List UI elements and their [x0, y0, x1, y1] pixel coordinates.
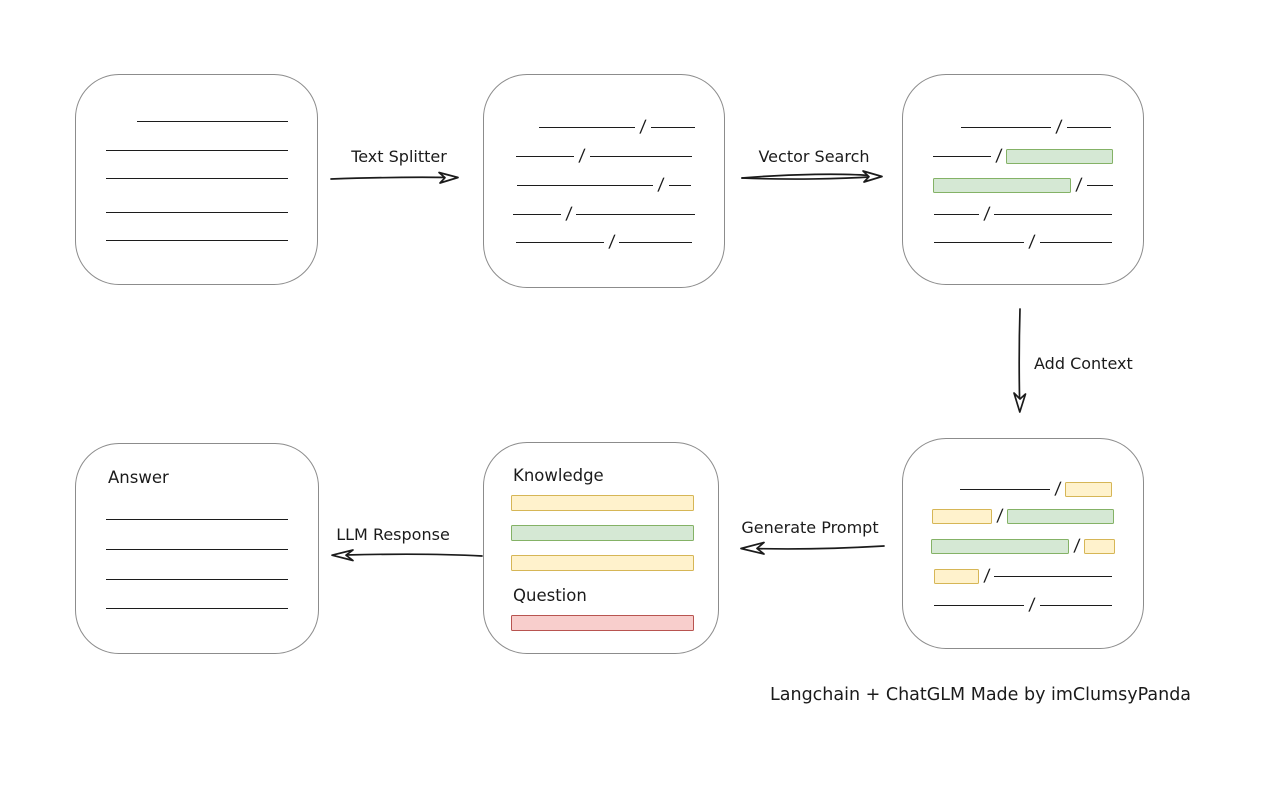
- slash-separator: /: [982, 565, 991, 586]
- slash-separator: /: [578, 145, 586, 166]
- text-line-segment: [650, 126, 695, 128]
- chunk-row: /: [484, 142, 724, 170]
- context-chunk-yellow: [1084, 538, 1116, 554]
- chunk-row: /: [903, 532, 1143, 560]
- add-context-arrow: [1013, 308, 1027, 413]
- vector-matched-box: / / / / /: [902, 74, 1144, 285]
- slash-separator: /: [994, 145, 1003, 166]
- slash-separator: /: [1072, 535, 1081, 556]
- add-context-label: Add Context: [1034, 354, 1133, 373]
- text-line-segment: [961, 126, 1052, 128]
- llm-response-arrow: [331, 549, 483, 562]
- context-chunk-yellow: [933, 568, 979, 584]
- matched-chunk-green: [1007, 508, 1115, 524]
- text-line-segment: [932, 155, 991, 157]
- text-line-segment: [1039, 604, 1112, 606]
- prompt-box: Knowledge Question: [483, 442, 719, 654]
- chunk-row: /: [903, 142, 1143, 170]
- text-line-segment: [934, 604, 1025, 606]
- slash-separator: /: [1028, 594, 1036, 615]
- matched-chunk-green: [930, 538, 1069, 554]
- text-line-segment: [619, 241, 693, 243]
- text-line-segment: [576, 213, 696, 215]
- chunk-row: /: [916, 475, 1156, 503]
- slash-separator: /: [564, 203, 573, 224]
- chunk-row: /: [903, 228, 1143, 256]
- text-line-segment: [934, 241, 1025, 243]
- text-line-segment: [539, 126, 636, 128]
- slash-separator: /: [982, 203, 991, 224]
- vector-search-label: Vector Search: [758, 147, 870, 166]
- chunk-row: /: [903, 562, 1143, 590]
- text-splitter-label: Text Splitter: [351, 147, 447, 166]
- chunk-row: /: [484, 228, 724, 256]
- context-chunk-yellow: [931, 508, 992, 524]
- text-line: [106, 579, 288, 580]
- split-text-box: / / / / /: [483, 74, 725, 288]
- text-line: [106, 212, 288, 213]
- generate-prompt-label: Generate Prompt: [741, 518, 879, 537]
- chunk-row: /: [903, 171, 1143, 199]
- text-line: [106, 240, 288, 241]
- chunk-row: /: [903, 591, 1143, 619]
- text-line: [106, 608, 288, 609]
- text-line-segment: [1039, 241, 1112, 243]
- chunk-row: /: [903, 200, 1143, 228]
- answer-box: Answer: [75, 443, 319, 654]
- slash-separator: /: [657, 174, 665, 195]
- generate-prompt-arrow: [740, 541, 885, 555]
- text-line-segment: [1086, 184, 1113, 186]
- slash-separator: /: [1055, 116, 1063, 137]
- slash-separator: /: [1075, 174, 1083, 195]
- knowledge-heading: Knowledge: [513, 466, 604, 485]
- context-chunk-yellow: [1065, 481, 1113, 497]
- chunk-row: /: [497, 113, 737, 141]
- text-line-segment: [515, 241, 604, 243]
- context-box: / / / / /: [902, 438, 1144, 649]
- text-line-segment: [994, 575, 1113, 577]
- text-line: [106, 178, 288, 179]
- text-line-segment: [994, 213, 1113, 215]
- llm-response-label: LLM Response: [336, 525, 450, 544]
- matched-chunk-green: [933, 177, 1072, 193]
- text-line-segment: [512, 213, 561, 215]
- text-line: [106, 519, 288, 520]
- matched-chunk-green: [1006, 148, 1114, 164]
- answer-heading: Answer: [108, 468, 169, 487]
- text-line: [106, 549, 288, 550]
- text-line-segment: [959, 488, 1050, 490]
- slash-separator: /: [639, 116, 647, 137]
- text-line-segment: [1066, 126, 1111, 128]
- slash-separator: /: [1028, 231, 1036, 252]
- slash-separator: /: [607, 231, 616, 252]
- text-line: [137, 121, 288, 122]
- text-line-segment: [668, 184, 691, 186]
- text-line: [106, 150, 288, 151]
- chunk-row: /: [916, 113, 1156, 141]
- chunk-row: /: [484, 171, 724, 199]
- text-splitter-arrow: [330, 171, 459, 184]
- document-box: [75, 74, 318, 285]
- diagram-caption: Langchain + ChatGLM Made by imClumsyPand…: [770, 685, 1192, 705]
- slash-separator: /: [995, 505, 1004, 526]
- slash-separator: /: [1053, 478, 1062, 499]
- vector-search-arrow: [741, 170, 883, 183]
- question-heading: Question: [513, 586, 587, 605]
- knowledge-bar-yellow: [511, 555, 694, 571]
- question-bar-red: [511, 615, 694, 631]
- knowledge-bar-yellow: [511, 495, 694, 511]
- knowledge-bar-green: [511, 525, 694, 541]
- chunk-row: /: [903, 502, 1143, 530]
- text-line-segment: [516, 155, 575, 157]
- text-line-segment: [589, 155, 692, 157]
- chunk-row: /: [484, 200, 724, 228]
- text-line-segment: [517, 184, 654, 186]
- text-line-segment: [933, 213, 979, 215]
